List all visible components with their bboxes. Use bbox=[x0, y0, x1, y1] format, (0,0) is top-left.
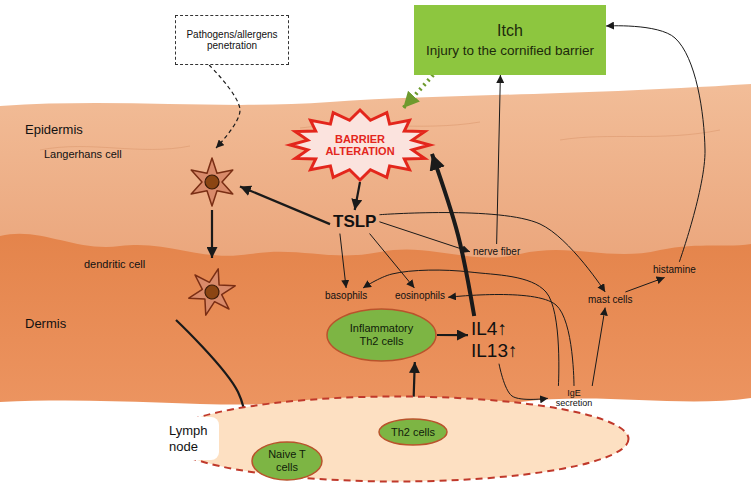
cell-ellipse-shape bbox=[379, 419, 447, 445]
connector-arrow bbox=[379, 213, 605, 292]
node-text: dendritic cell bbox=[84, 258, 236, 270]
target-label: histamine bbox=[650, 262, 699, 278]
cell-ellipse: Inflammatory Th2 cells bbox=[326, 308, 437, 362]
langerhans-cell-icon bbox=[191, 158, 233, 206]
cell-node: dendritic cell bbox=[80, 258, 240, 320]
connector-arrow bbox=[240, 186, 330, 224]
connector-arrow bbox=[209, 65, 240, 148]
node-text: nerve fiber bbox=[473, 246, 520, 258]
cell-ellipse: Naive T cells bbox=[251, 441, 323, 481]
node-text: Naive T cells bbox=[263, 448, 311, 473]
starburst: BARRIER ALTERATION bbox=[288, 108, 432, 182]
connector-arrow bbox=[448, 295, 574, 386]
layer-label: Dermis bbox=[25, 316, 66, 331]
cell-nucleus bbox=[203, 283, 220, 300]
connector-arrow bbox=[592, 308, 605, 387]
node-text: basophils bbox=[325, 290, 367, 302]
target-label: mast cells bbox=[585, 292, 635, 308]
cell-body bbox=[186, 263, 239, 320]
connector-arrow bbox=[606, 26, 705, 262]
cytokine-label: IL4↑ IL13↑ bbox=[468, 316, 530, 364]
node-text: Th2 cells bbox=[391, 426, 435, 439]
connector-arrow bbox=[499, 364, 548, 400]
connector-arrow bbox=[403, 75, 433, 108]
node-text: Injury to the cornified barrier bbox=[426, 43, 594, 58]
connector-arrow bbox=[625, 278, 664, 293]
dermis-layer bbox=[0, 234, 751, 405]
connector-arrow bbox=[340, 234, 346, 288]
connector-arrow bbox=[211, 210, 213, 258]
cell-ellipse: Th2 cells bbox=[378, 418, 448, 446]
connector-arrow bbox=[355, 182, 360, 210]
node-text: TSLP bbox=[333, 212, 376, 232]
node-text: Inflammatory Th2 cells bbox=[340, 322, 424, 347]
outcome-box: ItchInjury to the cornified barrier bbox=[414, 5, 606, 75]
target-label: basophils bbox=[322, 288, 370, 304]
target-label: IgE secretion bbox=[548, 386, 600, 411]
starburst-shape bbox=[290, 110, 430, 180]
mediator-label: TSLP bbox=[330, 210, 379, 234]
lymph-node-shape bbox=[167, 397, 629, 482]
node-text: IL4↑ IL13↑ bbox=[471, 318, 527, 362]
cell-nucleus bbox=[205, 175, 219, 189]
layer-label: Epidermis bbox=[25, 122, 83, 137]
node-text: IgE secretion bbox=[551, 388, 597, 409]
node-label: Lymph node bbox=[161, 417, 219, 460]
cell-ellipse-shape bbox=[327, 309, 436, 361]
target-label: nerve fiber bbox=[470, 244, 523, 260]
target-label: eosinophils bbox=[392, 288, 448, 304]
connector-arrow bbox=[497, 75, 501, 244]
node-text: histamine bbox=[653, 264, 696, 276]
node-text: BARRIER ALTERATION bbox=[312, 133, 408, 157]
node-text: Itch bbox=[497, 22, 523, 40]
cell-body bbox=[191, 158, 233, 206]
dendritic-cell-icon bbox=[186, 263, 239, 320]
cell-node: Langerhans cell bbox=[40, 148, 240, 210]
node-text: eosinophils bbox=[395, 290, 445, 302]
node-text: Langerhans cell bbox=[44, 148, 236, 160]
cell-ellipse-shape bbox=[252, 442, 322, 480]
connector-arrow bbox=[379, 222, 470, 252]
connector-arrow bbox=[437, 334, 468, 336]
callout-box: Pathogens/allergens penetration bbox=[175, 15, 289, 65]
node-text: Pathogens/allergens penetration bbox=[182, 29, 282, 51]
node-text: mast cells bbox=[588, 294, 632, 306]
